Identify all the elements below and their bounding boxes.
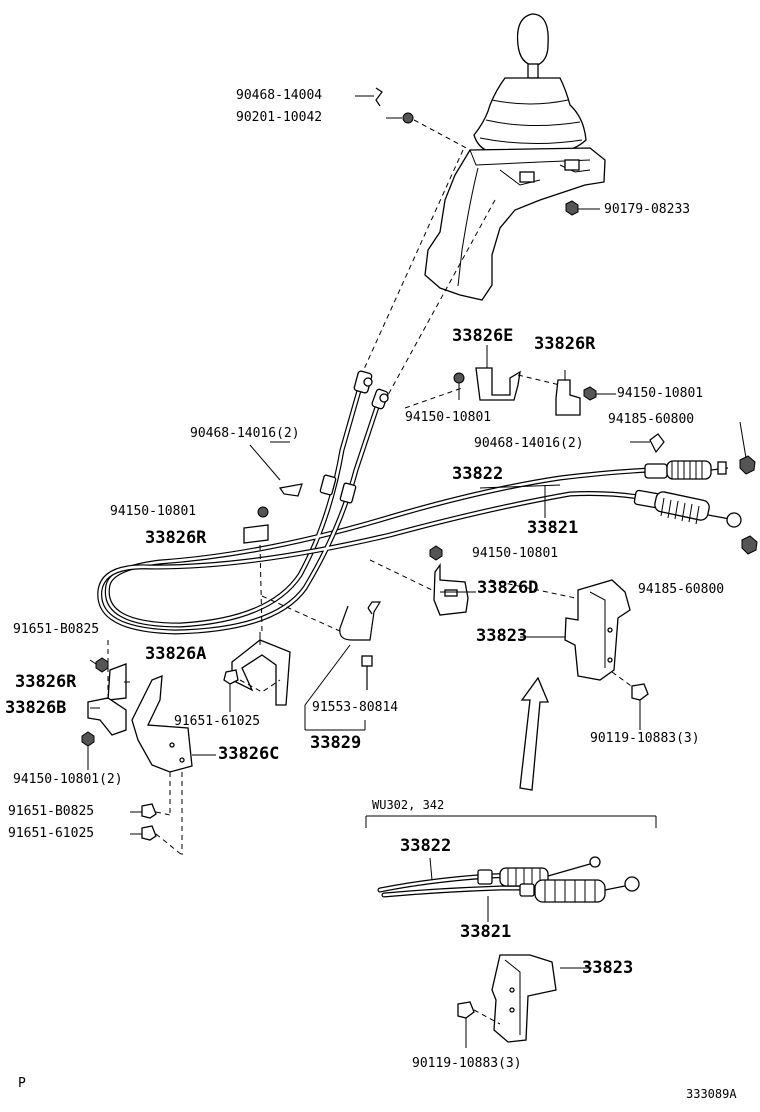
bracket-33823-variant: [457, 954, 557, 1048]
label-91553-80814: 91553-80814: [312, 700, 399, 715]
label-33826e: 33826E: [452, 326, 514, 346]
bracket-33823-main: [564, 579, 649, 730]
label-90119-10883-b: 90119-10883(3): [412, 1056, 522, 1071]
label-90468-14016-right: 90468-14016(2): [474, 436, 584, 451]
label-33826r-top: 33826R: [534, 334, 596, 354]
label-90119-10883-a: 90119-10883(3): [590, 731, 700, 746]
label-94150-10801-d: 94150-10801: [472, 546, 559, 561]
label-94185-60800-b: 94185-60800: [638, 582, 725, 597]
label-91651-61025-b: 91651-61025: [8, 826, 95, 841]
label-33826r-mid: 33826R: [145, 528, 207, 548]
label-33823-main: 33823: [476, 626, 528, 646]
label-33826b: 33826B: [5, 698, 67, 718]
corner-mark: P: [18, 1076, 26, 1091]
label-33826r-left: 33826R: [15, 672, 77, 692]
bracket-33826r-top: [555, 370, 747, 459]
label-94185-60800-a: 94185-60800: [608, 412, 695, 427]
shift-lever-assembly: [424, 13, 606, 301]
label-33826c: 33826C: [218, 744, 280, 764]
control-cables: [97, 370, 653, 635]
label-90468-14016-left: 90468-14016(2): [190, 426, 300, 441]
bracket-33826a: [223, 632, 291, 712]
clip-33829: [304, 601, 382, 731]
label-91651-b0825-b: 91651-B0825: [8, 804, 95, 819]
label-33826a: 33826A: [145, 644, 207, 664]
label-90468-14004: 90468-14004: [236, 88, 323, 103]
cable-end-33822: [644, 455, 756, 480]
label-90201-10042: 90201-10042: [236, 110, 323, 125]
label-33826d: 33826D: [477, 578, 539, 598]
label-33823-sub: 33823: [582, 958, 634, 978]
variant-cables: [377, 856, 640, 922]
cable-end-33821: [633, 489, 758, 555]
lower-left-brackets: [81, 640, 216, 856]
upper-clip-and-grommet: [355, 87, 600, 216]
bracket-33826d: [369, 545, 586, 616]
label-33821-main: 33821: [527, 518, 579, 538]
label-33821-sub: 33821: [460, 922, 512, 942]
label-91651-61025-a: 91651-61025: [174, 714, 261, 729]
label-94150-10801-b: 94150-10801: [617, 386, 704, 401]
label-33829: 33829: [310, 733, 362, 753]
drawing-number: 333089A: [686, 1087, 737, 1101]
bracket-33826e: [453, 345, 561, 401]
label-94150-10801-c: 94150-10801: [110, 504, 197, 519]
label-94150-10801-e: 94150-10801(2): [13, 772, 123, 787]
label-33822-main: 33822: [452, 464, 504, 484]
label-94150-10801-a: 94150-10801: [405, 410, 492, 425]
label-variant: WU302, 342: [372, 798, 445, 812]
label-33822-sub: 33822: [400, 836, 452, 856]
label-91651-b0825-a: 91651-B0825: [13, 622, 100, 637]
label-90179-08233: 90179-08233: [604, 202, 691, 217]
